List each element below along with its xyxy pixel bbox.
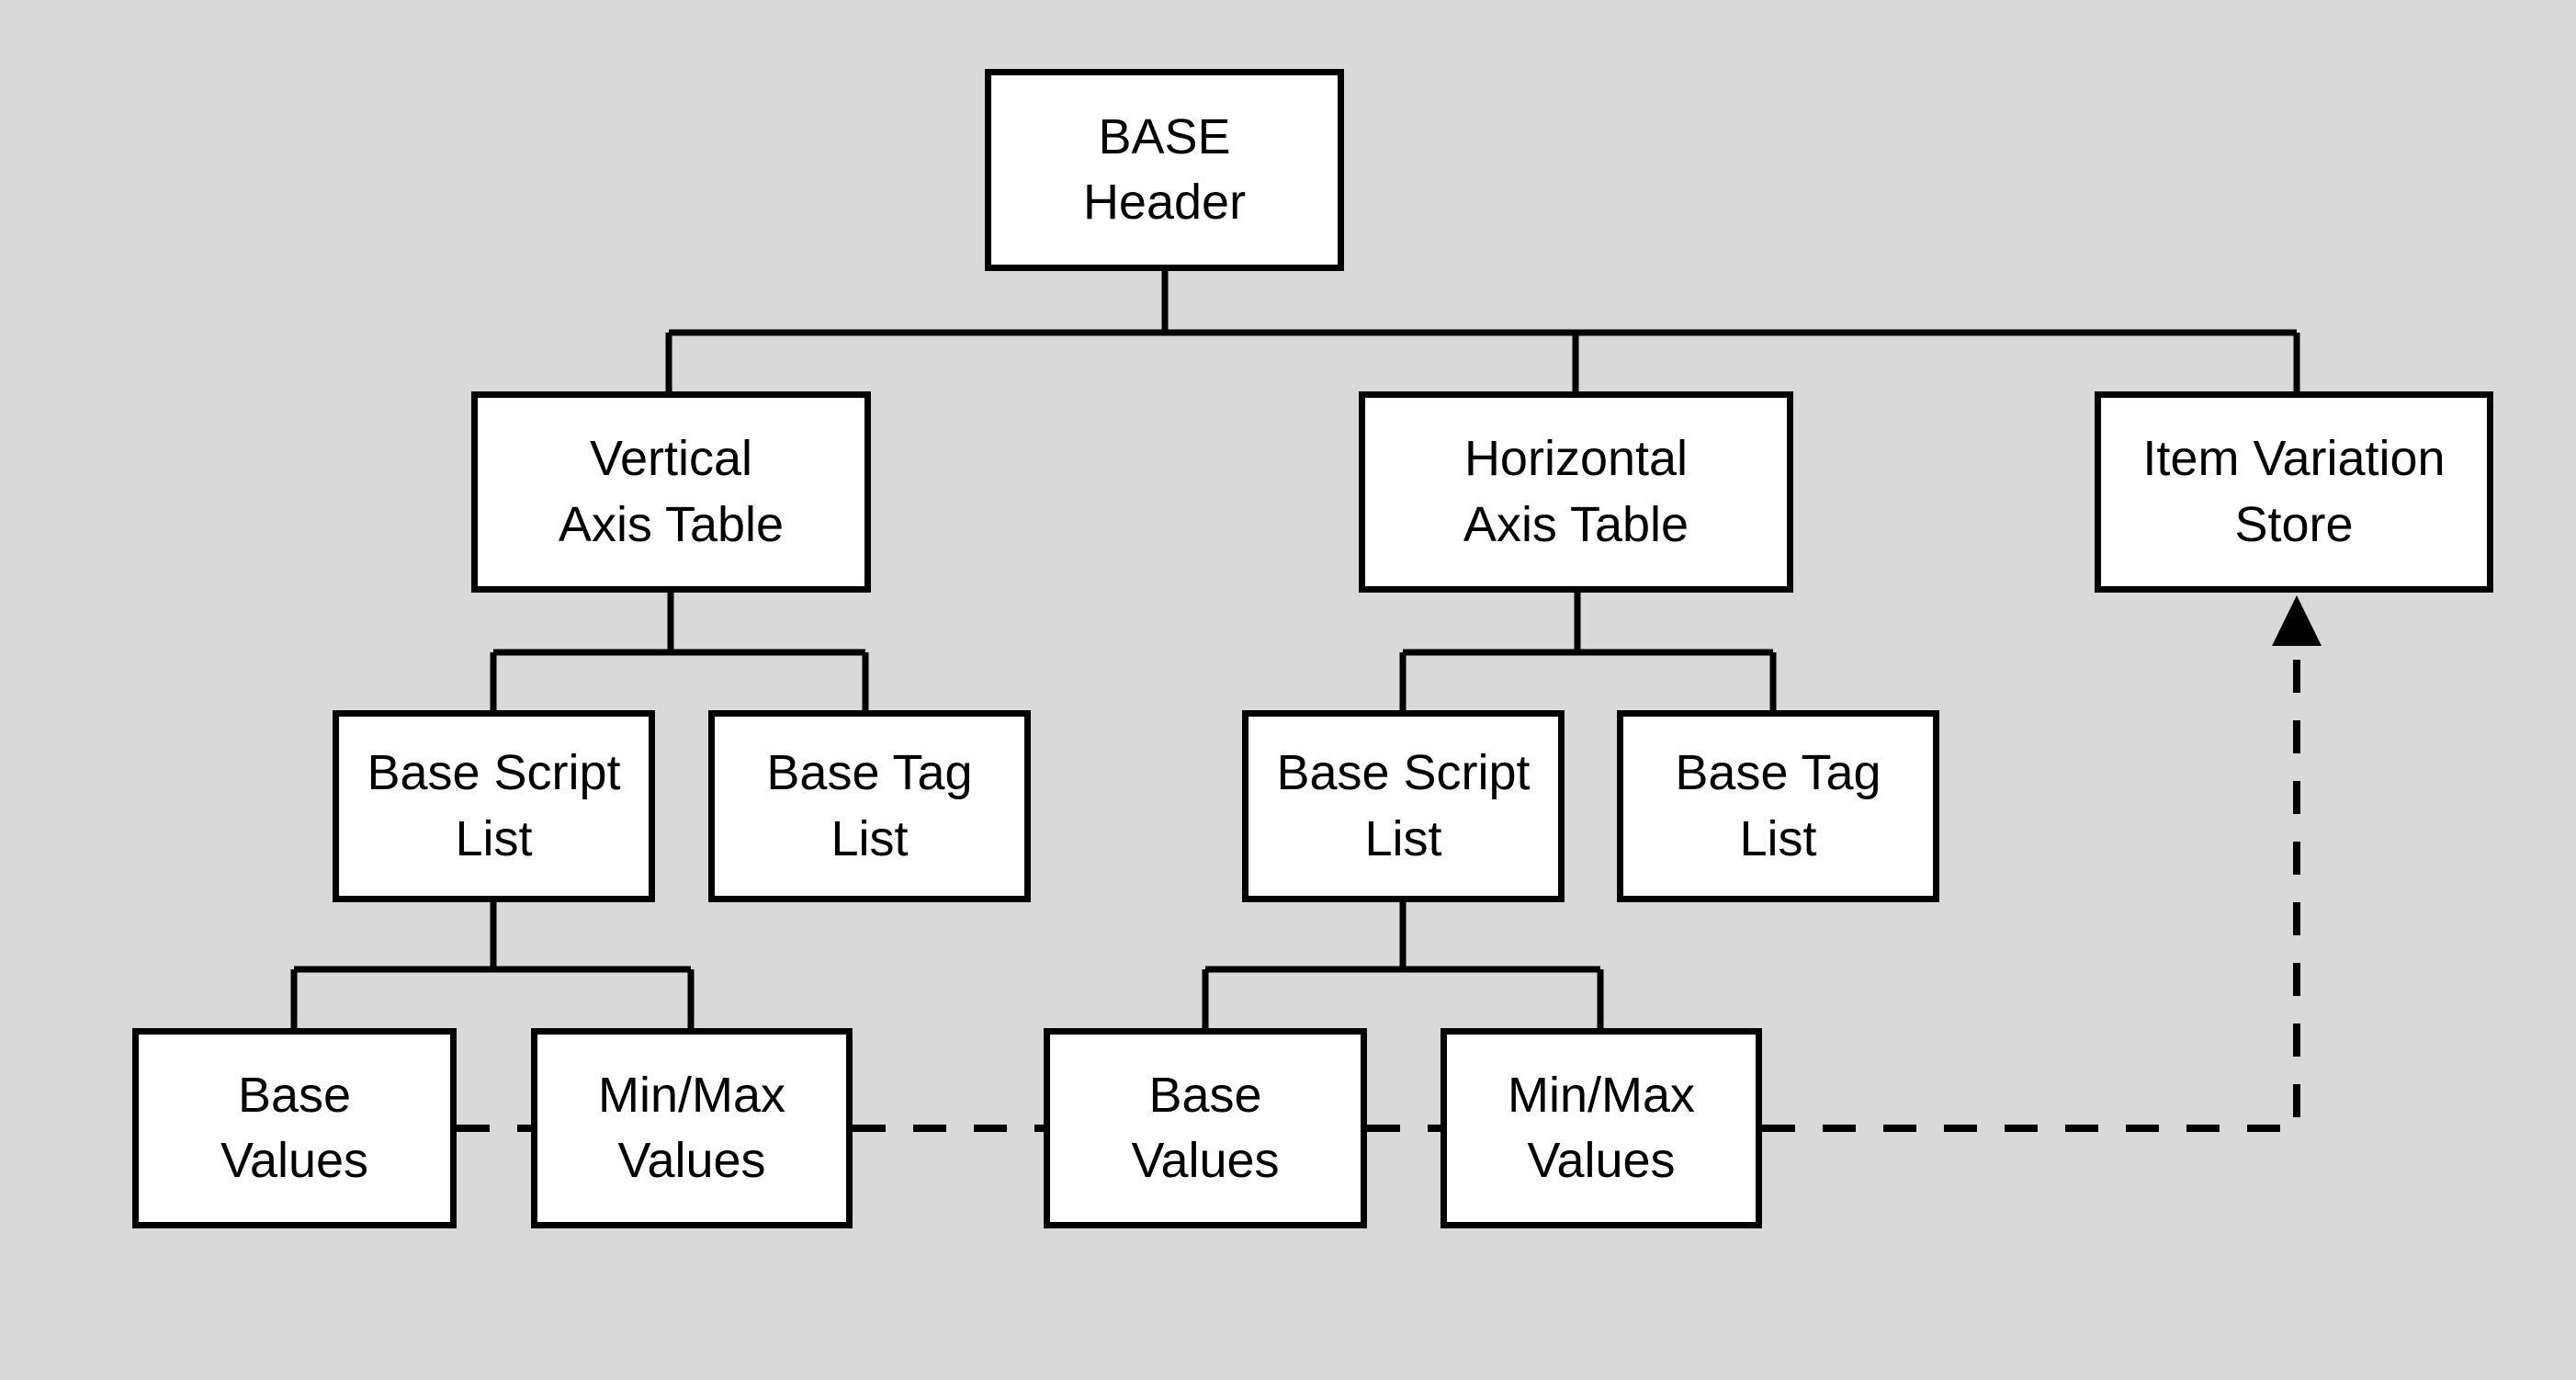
node-vertical-axis-table-line2: Axis Table [558,496,785,552]
node-horizontal-axis-table-line2: Axis Table [1463,496,1689,552]
node-v-base-tag-list-line2: List [830,810,909,866]
node-v-base-script-list-line2: List [455,810,533,866]
node-base-header[interactable]: BASE Header [985,69,1344,271]
node-h-base-values-line2: Values [1131,1133,1280,1188]
node-v-min-max-values[interactable]: Min/Max Values [531,1028,853,1228]
node-h-min-max-values[interactable]: Min/Max Values [1441,1028,1762,1228]
node-h-base-tag-list-line2: List [1739,810,1817,866]
node-v-base-values-line1: Base [237,1067,352,1123]
node-h-base-tag-list-line1: Base Tag [1675,745,1881,801]
node-h-base-values-line1: Base [1148,1067,1262,1123]
node-horizontal-axis-table-line1: Horizontal [1463,431,1689,487]
node-h-min-max-values-line2: Values [1527,1133,1676,1188]
node-v-min-max-values-line2: Values [617,1133,766,1188]
node-item-variation-store-line2: Store [2234,496,2354,552]
node-h-base-tag-list[interactable]: Base Tag List [1617,710,1939,902]
node-v-base-tag-list-line1: Base Tag [766,745,973,801]
node-vertical-axis-table-line1: Vertical [589,431,753,487]
node-v-base-script-list-line1: Base Script [367,745,621,801]
node-v-base-script-list[interactable]: Base Script List [333,710,655,902]
node-horizontal-axis-table[interactable]: Horizontal Axis Table [1359,391,1793,593]
node-base-header-line1: BASE [1098,108,1231,164]
node-item-variation-store[interactable]: Item Variation Store [2095,391,2493,593]
node-h-base-script-list-line2: List [1364,810,1442,866]
node-v-base-values[interactable]: Base Values [132,1028,457,1228]
node-h-min-max-values-line1: Min/Max [1507,1067,1696,1123]
node-h-base-script-list[interactable]: Base Script List [1242,710,1565,902]
node-v-base-values-line2: Values [220,1133,369,1188]
node-h-base-script-list-line1: Base Script [1276,745,1531,801]
node-v-base-tag-list[interactable]: Base Tag List [708,710,1031,902]
node-vertical-axis-table[interactable]: Vertical Axis Table [471,391,871,593]
node-item-variation-store-line1: Item Variation [2142,431,2446,487]
arrowhead-up-icon [2272,595,2322,646]
node-base-header-line2: Header [1082,175,1247,230]
node-v-min-max-values-line1: Min/Max [597,1067,786,1123]
node-h-base-values[interactable]: Base Values [1044,1028,1367,1228]
